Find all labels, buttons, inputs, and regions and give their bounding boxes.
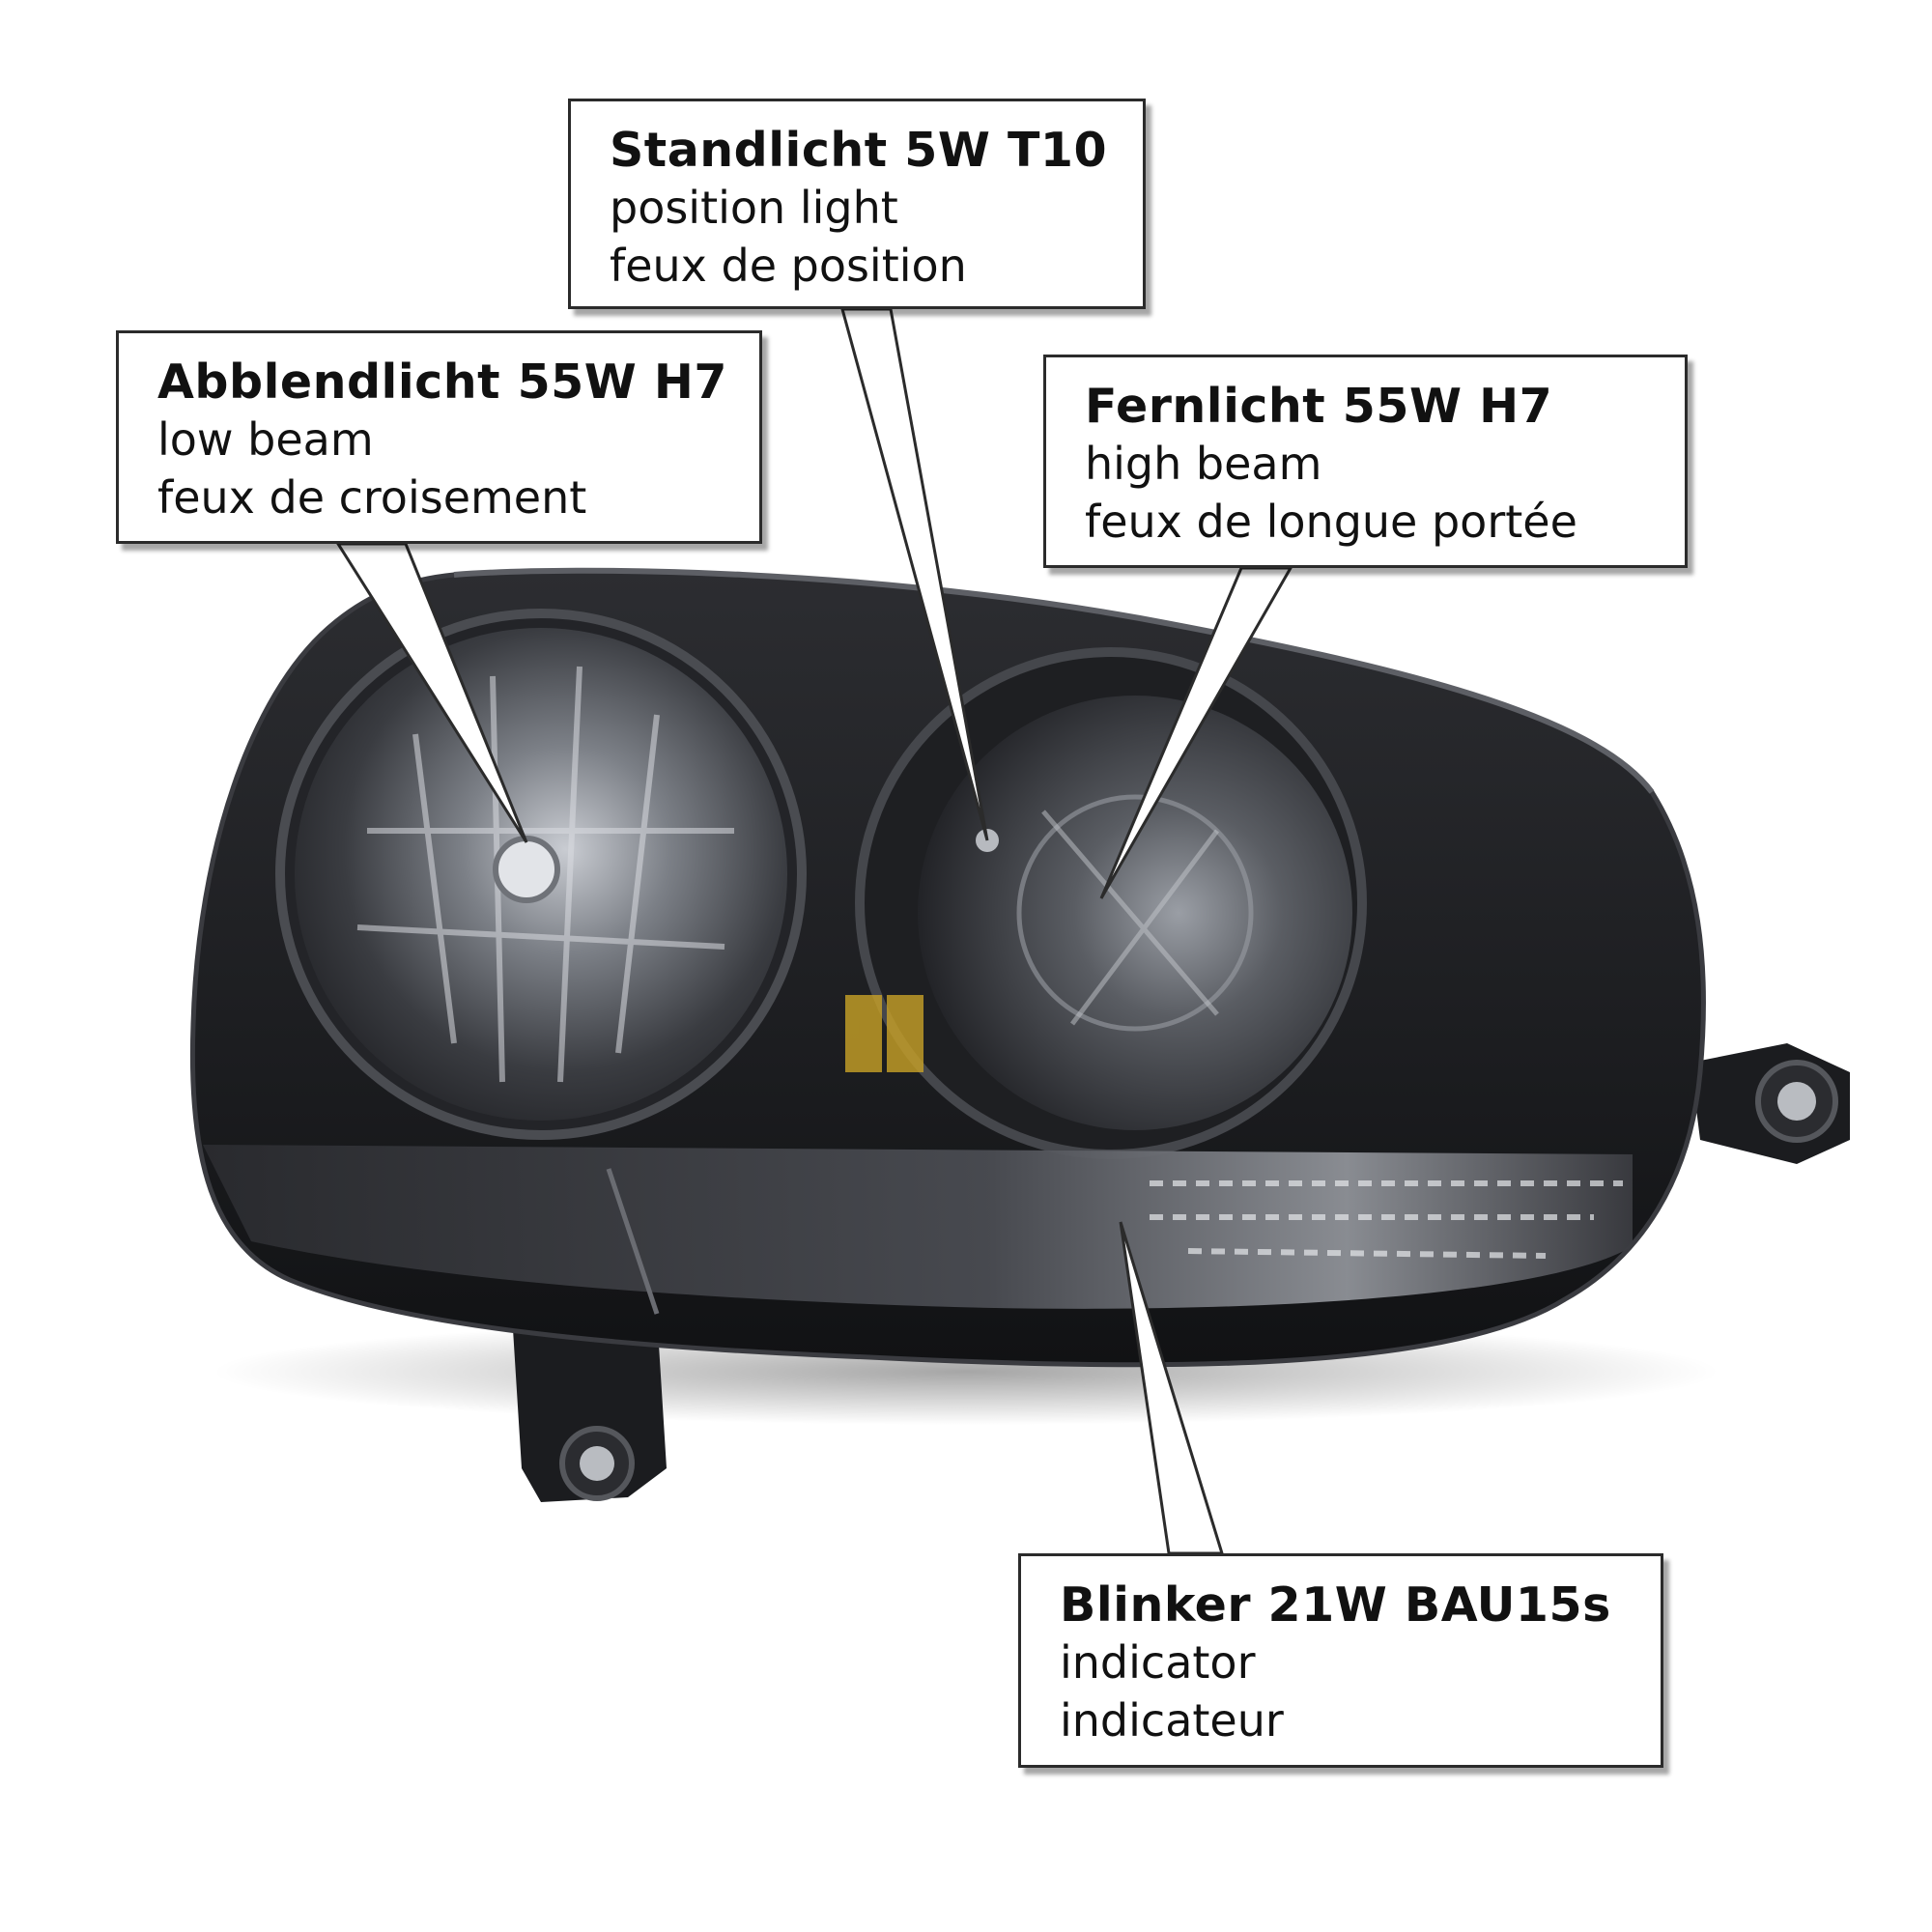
callout-standlicht-en: position light — [610, 182, 898, 234]
watermark — [845, 995, 923, 1072]
mount-tab-bottom — [512, 1314, 667, 1502]
callout-standlicht-fr: feux de position — [610, 240, 967, 292]
callout-blinker-title: Blinker 21W BAU15s — [1060, 1577, 1611, 1633]
pointer-fernlicht — [1099, 566, 1293, 899]
callout-abblendlicht: Abblendlicht 55W H7 low beam feux de cro… — [116, 330, 762, 544]
mount-tab-right — [1690, 1043, 1850, 1164]
callout-standlicht-title: Standlicht 5W T10 — [610, 123, 1108, 178]
callout-fernlicht-fr: feux de longue portée — [1085, 496, 1577, 548]
callout-fernlicht: Fernlicht 55W H7 high beam feux de longu… — [1043, 355, 1688, 568]
callout-blinker: Blinker 21W BAU15s indicator indicateur — [1018, 1553, 1663, 1768]
indicator-strip — [203, 1145, 1633, 1315]
callout-abblendlicht-fr: feux de croisement — [157, 471, 587, 524]
callout-fernlicht-en: high beam — [1085, 438, 1322, 490]
high-beam-lens — [855, 647, 1367, 1159]
callout-abblendlicht-title: Abblendlicht 55W H7 — [157, 355, 727, 410]
callout-fernlicht-title: Fernlicht 55W H7 — [1085, 379, 1553, 434]
callout-standlicht: Standlicht 5W T10 position light feux de… — [568, 99, 1146, 309]
low-beam-lens — [275, 609, 807, 1140]
pointer-standlicht — [840, 307, 989, 841]
pointer-abblendlicht — [335, 542, 528, 843]
callout-pointers — [335, 307, 1293, 1555]
callout-blinker-fr: indicateur — [1060, 1694, 1284, 1747]
callout-abblendlicht-en: low beam — [157, 413, 374, 466]
housing-rim — [453, 567, 1655, 794]
callout-blinker-en: indicator — [1060, 1636, 1256, 1689]
